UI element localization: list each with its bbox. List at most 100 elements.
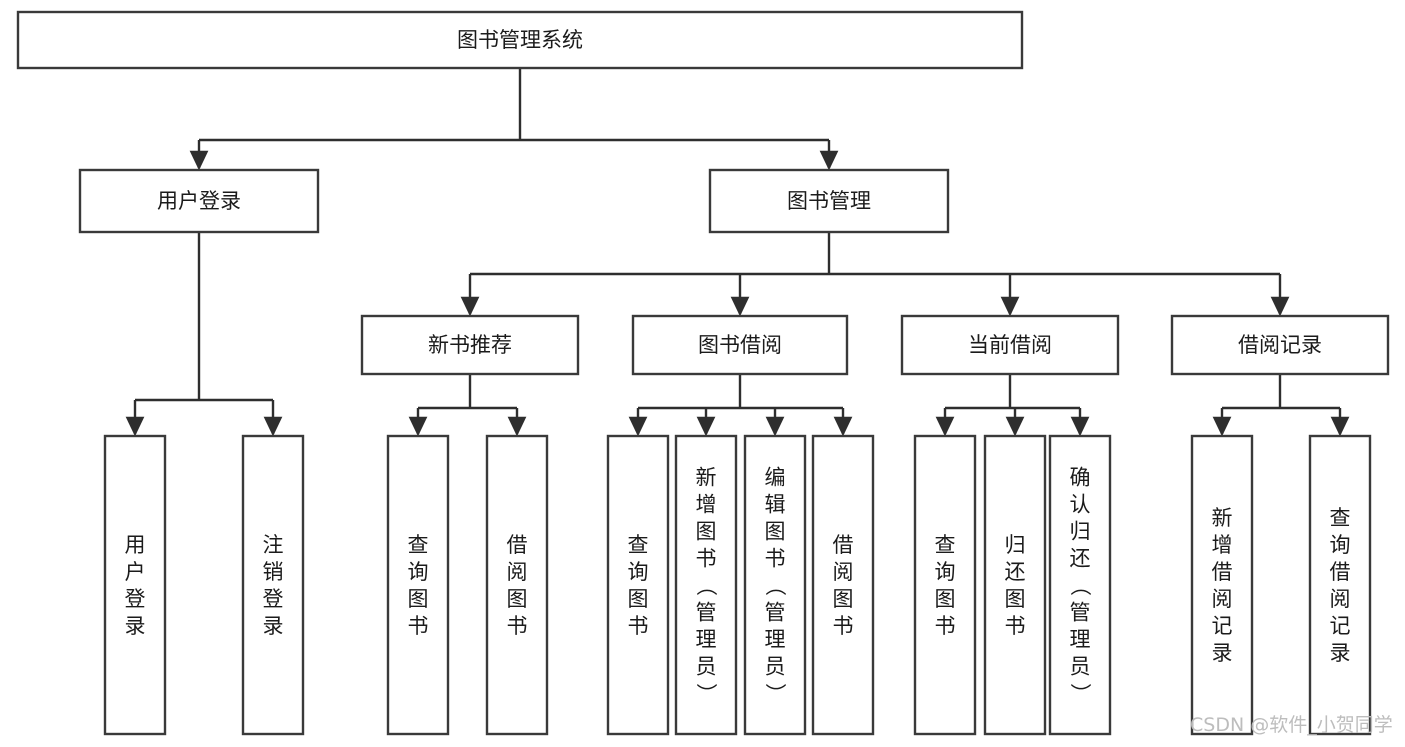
node-leaf-user-login-label-char: 登 (125, 587, 146, 611)
node-leaf-query-book-1-label-char: 查 (408, 533, 429, 557)
node-leaf-edit-book-box (743, 434, 807, 736)
node-leaf-edit-book-label-char: 图 (765, 520, 786, 544)
node-borrow-record[interactable]: 借阅记录 (1170, 314, 1390, 376)
node-leaf-query-book-3-label-char: 查 (935, 533, 956, 557)
node-book-borrow-label: 图书借阅 (698, 333, 782, 357)
node-leaf-query-record-label-char: 借 (1330, 560, 1351, 584)
node-book-manage-box (708, 168, 950, 234)
node-leaf-add-book-label-char: 图 (696, 520, 717, 544)
node-leaf-add-record-label-char: 记 (1212, 614, 1233, 638)
node-leaf-borrow-book-1-label-char: 阅 (507, 560, 528, 584)
node-leaf-query-book-2-label-char: 书 (628, 614, 649, 638)
node-new-book-rec[interactable]: 新书推荐 (360, 314, 580, 376)
node-leaf-query-book-1-label-char: 询 (408, 560, 429, 584)
node-leaf-user-login-label-char: 户 (125, 560, 146, 584)
node-leaf-confirm-return-label-char: ） (1068, 683, 1092, 704)
node-leaf-add-record-label-char: 新 (1212, 506, 1233, 530)
node-leaf-user-login-box (103, 434, 167, 736)
node-leaf-edit-book-label-char: 编 (765, 466, 786, 490)
node-leaf-query-book-3-box (913, 434, 977, 736)
node-leaf-query-book-2-box (606, 434, 670, 736)
node-leaf-query-record-label-char: 录 (1330, 641, 1351, 665)
node-leaf-return-book-label-char: 图 (1005, 587, 1026, 611)
node-root-system-box (16, 10, 1024, 70)
node-leaf-return-book-label-char: 归 (1005, 533, 1026, 557)
node-leaf-logout-label-char: 登 (263, 587, 284, 611)
node-user-login[interactable]: 用户登录 (78, 168, 320, 234)
node-borrow-record-box (1170, 314, 1390, 376)
node-leaf-add-book-label-char: 理 (696, 628, 717, 652)
node-leaf-confirm-return-label-char: 认 (1070, 493, 1091, 517)
node-leaf-logout-label-char: 录 (263, 614, 284, 638)
node-leaf-edit-book-label-char: （ (763, 575, 787, 596)
node-leaf-return-book-label-char: 还 (1005, 560, 1026, 584)
node-leaf-add-record-box (1190, 434, 1254, 736)
node-new-book-rec-box (360, 314, 580, 376)
node-leaf-query-book-1-label-char: 图 (408, 587, 429, 611)
node-leaf-query-record-label-char: 询 (1330, 533, 1351, 557)
node-leaf-edit-book-label-char: 辑 (765, 493, 786, 517)
node-leaf-confirm-return-label-char: （ (1068, 575, 1092, 596)
node-leaf-confirm-return-box (1048, 434, 1112, 736)
node-current-borrow-box (900, 314, 1120, 376)
node-leaf-edit-book-label-char: 书 (765, 547, 786, 571)
node-leaf-confirm-return-label-char: 管 (1070, 601, 1091, 625)
node-leaf-query-record-box (1308, 434, 1372, 736)
node-leaf-add-book-label-char: 增 (696, 493, 717, 517)
node-leaf-add-record-label-char: 增 (1212, 533, 1233, 557)
node-leaf-query-book-2-label-char: 图 (628, 587, 649, 611)
node-book-manage-label: 图书管理 (787, 189, 871, 213)
node-leaf-borrow-book-2-label-char: 书 (833, 614, 854, 638)
node-leaf-edit-book-label-char: 理 (765, 628, 786, 652)
node-leaf-user-login[interactable]: 用户登录 (103, 434, 167, 736)
node-leaf-logout-box (241, 434, 305, 736)
node-leaf-borrow-book-1-label-char: 书 (507, 614, 528, 638)
node-leaf-logout-label-char: 注 (263, 533, 284, 557)
node-leaf-confirm-return-label-char: 确 (1070, 466, 1091, 490)
node-leaf-query-book-1-label-char: 书 (408, 614, 429, 638)
node-book-borrow[interactable]: 图书借阅 (631, 314, 849, 376)
node-leaf-add-book-label-char: 管 (696, 601, 717, 625)
node-current-borrow[interactable]: 当前借阅 (900, 314, 1120, 376)
node-book-borrow-box (631, 314, 849, 376)
node-root-system[interactable]: 图书管理系统 (16, 10, 1024, 70)
node-root-system-label: 图书管理系统 (457, 28, 583, 52)
node-leaf-confirm-return-label-char: 归 (1070, 520, 1091, 544)
node-leaf-add-record-label-char: 借 (1212, 560, 1233, 584)
node-leaf-query-book-3-label-char: 图 (935, 587, 956, 611)
node-new-book-rec-label: 新书推荐 (428, 333, 512, 357)
node-leaf-confirm-return-label-char: 理 (1070, 628, 1091, 652)
node-user-login-label: 用户登录 (157, 189, 241, 213)
node-leaf-edit-book-label-char: 管 (765, 601, 786, 625)
node-leaf-user-login-label-char: 用 (125, 533, 146, 557)
node-borrow-record-label: 借阅记录 (1238, 333, 1322, 357)
node-current-borrow-label: 当前借阅 (968, 333, 1052, 357)
node-leaf-add-book-box (674, 434, 738, 736)
node-leaf-borrow-book-2-label-char: 图 (833, 587, 854, 611)
node-leaf-return-book-box (983, 434, 1047, 736)
node-leaf-add-book-label-char: 员 (696, 655, 717, 679)
node-leaf-borrow-book-1-label-char: 借 (507, 533, 528, 557)
node-leaf-query-book-2-label-char: 查 (628, 533, 649, 557)
node-leaf-borrow-book-2-label-char: 借 (833, 533, 854, 557)
node-leaf-borrow-book-2-label-char: 阅 (833, 560, 854, 584)
csdn-watermark: CSDN @软件_小贺同学 (1190, 714, 1393, 736)
node-leaf-edit-book-label-char: ） (763, 683, 787, 704)
node-leaf-borrow-book-1-label-char: 图 (507, 587, 528, 611)
node-leaf-borrow-book-2-box (811, 434, 875, 736)
node-leaf-add-book-label-char: （ (694, 575, 718, 596)
node-book-manage[interactable]: 图书管理 (708, 168, 950, 234)
